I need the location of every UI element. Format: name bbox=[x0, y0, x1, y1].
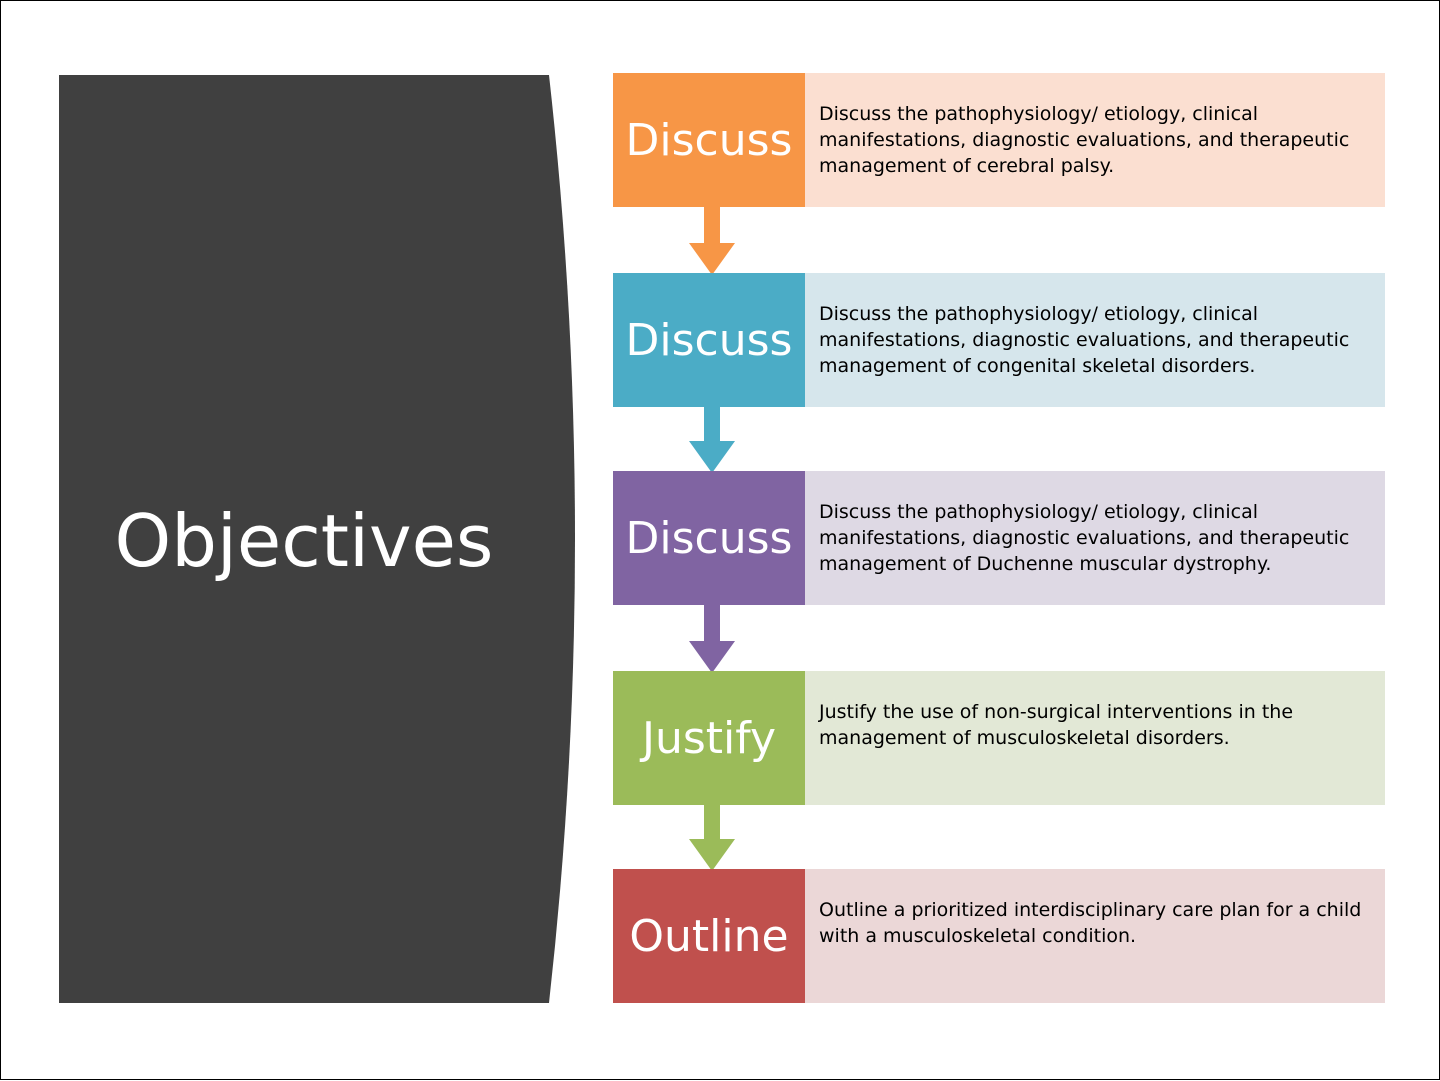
objective-5-label: Outline bbox=[613, 869, 805, 1003]
objective-1-label: Discuss bbox=[613, 73, 805, 207]
objective-5-description: Outline a prioritized interdisciplinary … bbox=[805, 869, 1385, 1003]
down-arrow-icon bbox=[689, 803, 735, 871]
title-panel-shape bbox=[59, 75, 575, 1003]
down-arrow-icon bbox=[689, 207, 735, 275]
slide-title: Objectives bbox=[114, 499, 494, 583]
objective-1-description: Discuss the pathophysiology/ etiology, c… bbox=[805, 73, 1385, 207]
down-arrow-icon bbox=[689, 405, 735, 473]
objective-3-label: Discuss bbox=[613, 471, 805, 605]
objective-4-description: Justify the use of non-surgical interven… bbox=[805, 671, 1385, 805]
objective-3-description: Discuss the pathophysiology/ etiology, c… bbox=[805, 471, 1385, 605]
objective-2-description: Discuss the pathophysiology/ etiology, c… bbox=[805, 273, 1385, 407]
objective-2-label: Discuss bbox=[613, 273, 805, 407]
down-arrow-icon bbox=[689, 605, 735, 673]
objective-4-label: Justify bbox=[613, 671, 805, 805]
